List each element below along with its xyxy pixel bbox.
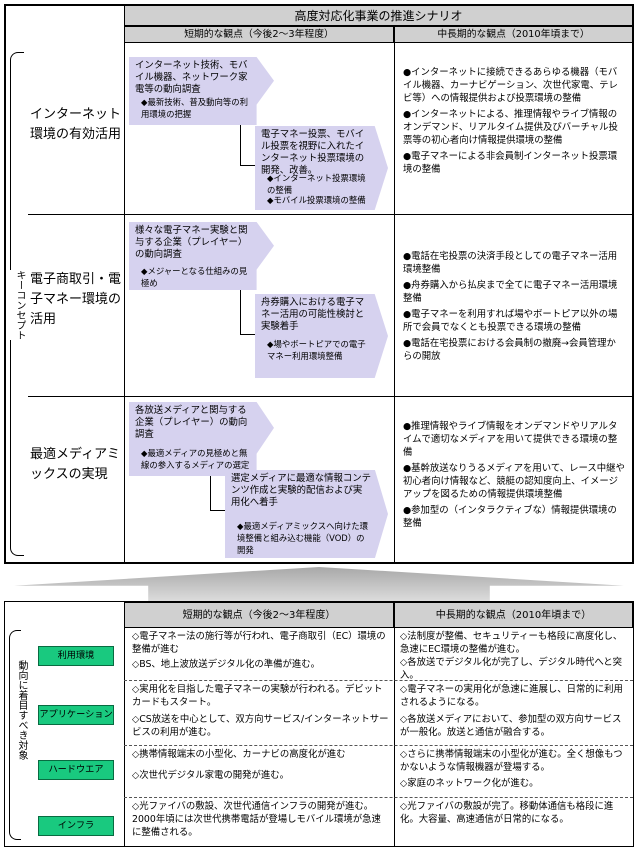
bottom-row3-short-item: ◇次世代デジタル家電の開発が進む。 [132,770,290,781]
bottom-row4-long-item: ◇光ファイバの敷設が完了。移動体通信も格段に進化。大容量、高速通信が日常的になる… [400,801,614,825]
row2-arrow1-text: 様々な電子マネー実験と関与する企業（プレイヤー）の動向調査 [135,225,248,260]
key-concept-label: キーコンセプト [9,270,25,340]
row1-long-item: ●インターネットによる、推理情報やライブ情報のオンデマンド、リアルタイム提供及び… [403,109,618,146]
row1-long-list: ●インターネットに接続できるあらゆる機器（モバイル機器、カーナビゲーション、次世… [403,66,625,179]
bottom-col-long-header: 中長期的な観点（2010年頃まで） [394,602,633,628]
row1-connector-h [240,165,255,166]
row3-label: 最適メディアミックスの実現 [30,447,120,482]
bottom-row3-long-item: ◇家庭のネットワーク化が進む。 [400,778,539,789]
bottom-side-label: 動向に着目すべき対象 [12,660,28,760]
label-infra: インフラ [38,816,114,836]
row2-long-item: ●舟券購入から払戻まで全てに電子マネー活用環境整備 [403,280,618,304]
upward-arrow [14,567,624,601]
row2-long-item: ●電話在宅投票の決済手段としての電子マネー活用環境整備 [403,251,618,275]
bottom-row3-long-item: ◇さらに携帯情報端末の小型化が進む。全く想像もつかないような情報機器が登場する。 [400,749,623,773]
row2-arrow2-text: 舟券購入における電子マネー活用の可能性検討と実験着手 [261,297,365,332]
row2-connector-v [240,290,241,334]
row3-arrow1-text: 各放送メディアと関与する企業（プレイヤー）の動向調査 [135,405,248,440]
bottom-row-sep-3 [124,797,633,798]
row3-arrow1: 各放送メディアと関与する企業（プレイヤー）の動向調査 ◆最適メディアの見極めと無… [129,402,274,476]
row1-label: インターネット環境の有効活用 [30,107,122,142]
row3-connector-v [210,476,211,510]
row1-arrow2-sub2: ◆モバイル投票環境の整備 [267,195,366,205]
label-hardware: ハードウエア [38,760,114,780]
bottom-row1-short-item: ◇電子マネー法の施行等が行われ、電子商取引（EC）環境の整備が進む [132,631,386,655]
bottom-divider-cols [394,628,395,846]
row2-arrow2: 舟券購入における電子マネー活用の可能性検討と実験着手 ◆場やボートピアでの電子マ… [255,294,388,378]
top-row-divider-1 [28,214,634,215]
bottom-row3-long: ◇さらに携帯情報端末の小型化が進む。全く想像もつかないような情報機器が登場する。… [400,748,628,790]
bottom-frame [4,601,634,847]
bottom-row1-long-item: ◇各放送でデジタル化が完了し、デジタル時代へと突入。 [400,657,622,681]
top-title: 高度対応化事業の推進シナリオ [124,5,633,26]
row1-arrow1-sub: ◆最新技術、普及動向等の利用環境の把握 [141,97,248,119]
row3-connector-h [210,510,225,511]
top-col-long-header: 中長期的な観点（2010年頃まで） [394,26,633,43]
bottom-row4-short-item: ◇光ファイバの敷設、次世代通信インフラの開発が進む。2000年頃には次世代携帯電… [132,801,381,838]
row2-label: 電子商取引・電子マネー環境の活用 [30,272,122,327]
row3-arrow1-sub: ◆最適メディアの見極めと無線の参入するメディアの選定 [141,448,250,470]
row3-long-list: ●推理情報やライブ情報をオンデマンドやリアルタイムで適切なメディアを用いて提供で… [403,420,625,533]
top-col-short-header: 短期的な観点（今後2〜3年程度） [124,26,394,43]
row2-long-item: ●電話在宅投票における会員制の撤廃→会員管理からの開放 [403,338,616,362]
row3-arrow2: 選定メディアに最適な情報コンテンツ作成と実験的配信および実用化へ着手 ◆最適メデ… [225,470,388,558]
bottom-row4-short: ◇光ファイバの敷設、次世代通信インフラの開発が進む。2000年頃には次世代携帯電… [132,800,390,839]
row1-arrow1: インターネット技術、モバイル機器、ネットワーク家電等の動向調査 ◆最新技術、普及… [129,57,274,125]
bottom-row1-long-item: ◇法制度が整備、セキュリティーも格段に高度化し、急速にEC環境の整備が進む。 [400,631,623,655]
label-riyo-kankyo: 利用環境 [38,646,114,666]
bottom-row-sep-1 [124,680,633,681]
bottom-row1-short: ◇電子マネー法の施行等が行われ、電子商取引（EC）環境の整備が進む ◇BS、地上… [132,630,390,671]
row1-arrow2-text: 電子マネー投票、モバイル投票を視野に入れたインターネット投票環境の開発、改善。 [261,129,365,176]
row2-connector-h [240,334,255,335]
row3-arrow2-text: 選定メディアに最適な情報コンテンツ作成と実験的配信および実用化へ着手 [231,473,371,508]
row1-connector-v [240,125,241,165]
row1-long-item: ●電子マネーによる非会員制インターネット投票環境の整備 [403,151,618,175]
row2-long-item: ●電子マネーを利用すれば場やボートピア以外の場所で会員でなくとも投票できる環境の… [403,309,618,333]
bottom-row2-long: ◇電子マネーの実用化が急速に進展し、日常的に利用されるようになる。 ◇各放送メデ… [400,683,628,739]
bottom-row4-long: ◇光ファイバの敷設が完了。移動体通信も格段に進化。大容量、高速通信が日常的になる… [400,800,628,826]
bottom-row2-long-item: ◇電子マネーの実用化が急速に進展し、日常的に利用されるようになる。 [400,684,623,708]
row3-long-item: ●参加型の（インタラクティブな）情報提供環境の整備 [403,505,617,529]
bottom-row3-short-item: ◇携帯情報端末の小型化、カーナビの高度化が進む [132,749,346,760]
row1-long-item: ●インターネットに接続できるあらゆる機器（モバイル機器、カーナビゲーション、次世… [403,67,618,104]
row1-arrow2-sub1: ◆インターネット投票環境の整備 [267,173,366,195]
row3-long-item: ●推理情報やライブ情報をオンデマンドやリアルタイムで適切なメディアを用いて提供で… [403,421,618,458]
top-divider-label [124,43,125,564]
label-application: アプリケーション [38,705,114,725]
bottom-side-bracket [9,630,21,840]
bottom-row2-short-item: ◇実用化を目指した電子マネーの実験が行われる。デビットカードもスタート。 [132,684,383,708]
bottom-col-short-header: 短期的な観点（今後2〜3年程度） [124,602,394,628]
bottom-row1-long: ◇法制度が整備、セキュリティーも格段に高度化し、急速にEC環境の整備が進む。 ◇… [400,630,628,682]
row3-arrow2-sub1: ◆最適メディアミックスへ向けた環境整備と組み込む機能（VOD）の開発 [237,521,369,555]
bottom-row2-short-item: ◇CS放送を中心として、双方向サービス/インターネットサービスの利用が進む。 [132,714,389,738]
row2-arrow1-sub: ◆メジャーとなる仕組みの見極め [141,266,248,288]
top-row-divider-2 [28,396,634,397]
row2-long-list: ●電話在宅投票の決済手段としての電子マネー活用環境整備 ●舟券購入から払戻まで全… [403,250,625,366]
bottom-row2-short: ◇実用化を目指した電子マネーの実験が行われる。デビットカードもスタート。 ◇CS… [132,683,390,739]
row1-arrow1-text: インターネット技術、モバイル機器、ネットワーク家電等の動向調査 [135,60,248,95]
row2-arrow1: 様々な電子マネー実験と関与する企業（プレイヤー）の動向調査 ◆メジャーとなる仕組… [129,222,274,290]
bottom-row1-short-item: ◇BS、地上波放送デジタル化の準備が進む。 [132,659,320,670]
row3-long-item: ●基幹放送なりうるメディアを用いて、レース中継や初心者向け情報など、競艇の認知度… [403,463,625,500]
row1-arrow2: 電子マネー投票、モバイル投票を視野に入れたインターネット投票環境の開発、改善。 … [255,126,388,210]
top-divider-cols [394,43,395,564]
bottom-row-sep-2 [124,745,633,746]
bottom-row2-long-item: ◇各放送メディアにおいて、参加型の双方向サービスが一般化。放送と通信が融合する。 [400,714,622,738]
row2-arrow2-sub1: ◆場やボートピアでの電子マネー利用環境整備 [267,339,366,361]
bottom-divider-label [124,628,125,846]
bottom-row3-short: ◇携帯情報端末の小型化、カーナビの高度化が進む ◇次世代デジタル家電の開発が進む… [132,748,390,782]
